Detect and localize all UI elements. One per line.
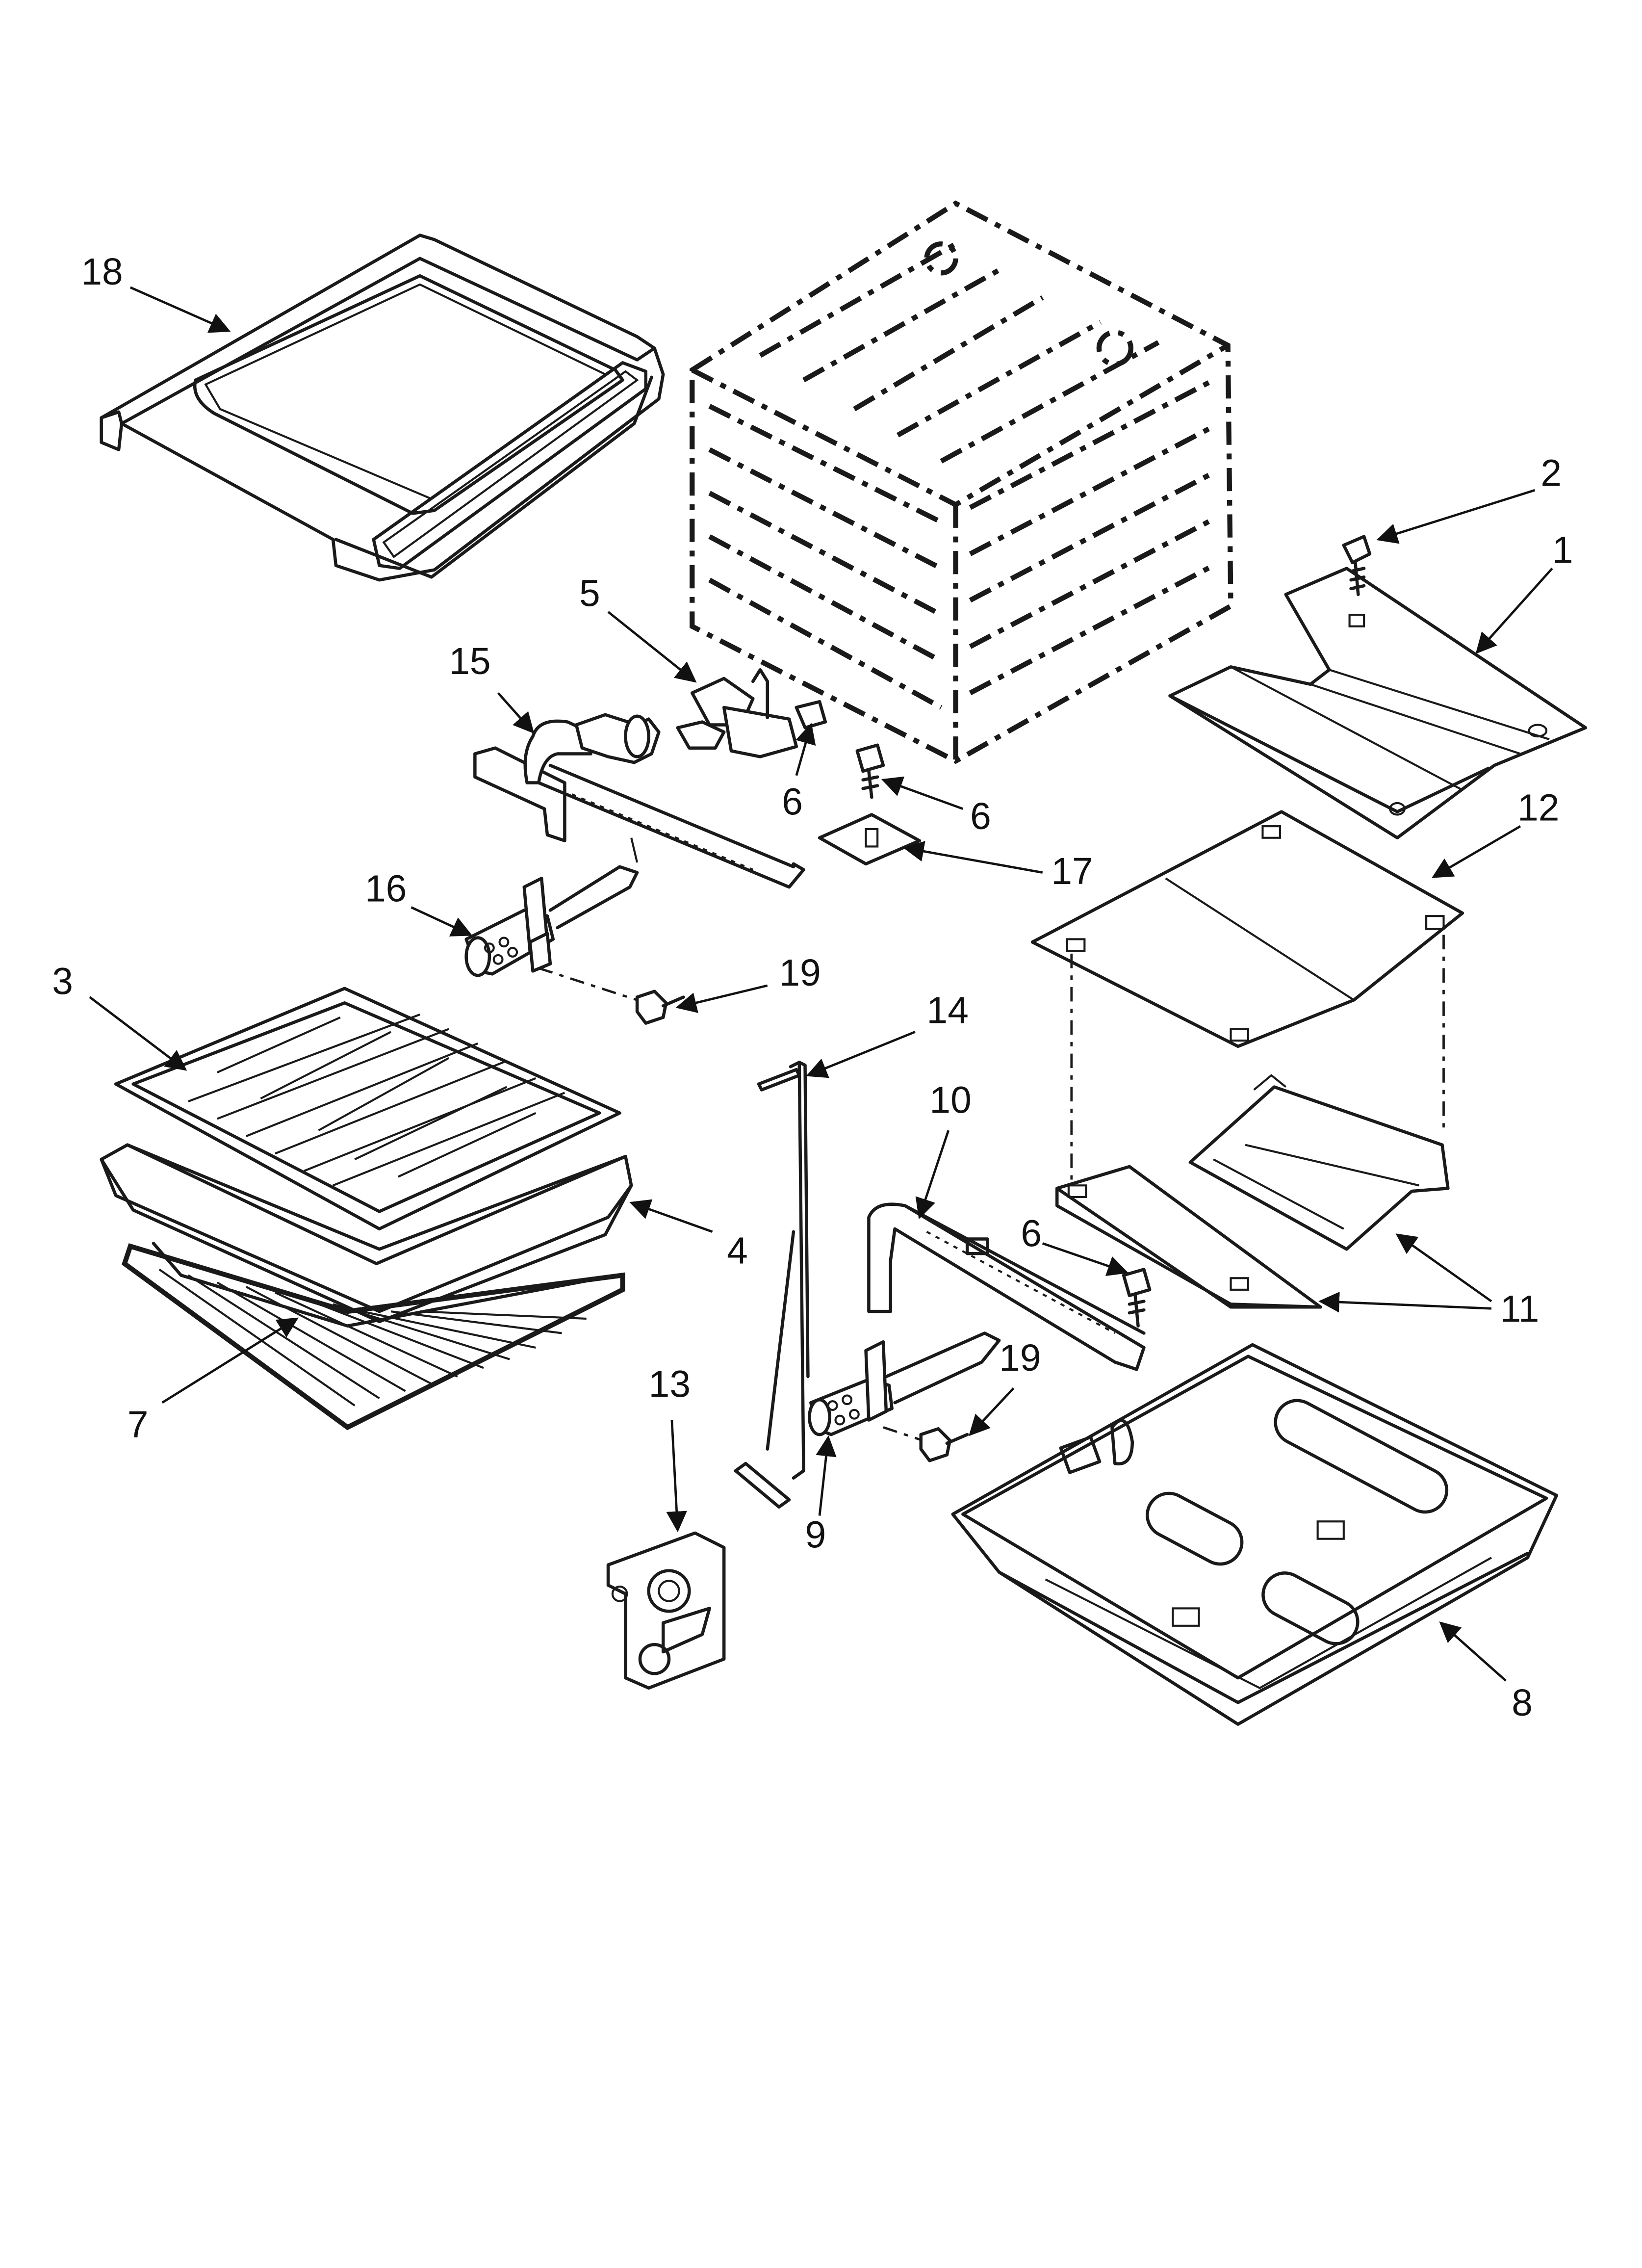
callout-7: 7 (128, 1404, 149, 1446)
callout-12: 12 (1517, 787, 1559, 829)
callout-6-middle: 6 (970, 796, 991, 837)
part-6-screw-middle (855, 743, 885, 799)
part-6-screw-upper (795, 700, 827, 744)
part-4-broil-pan (100, 1143, 633, 1324)
part-19-screw-lower (919, 1427, 969, 1462)
part-17-plate (818, 813, 922, 866)
callout-2: 2 (1540, 452, 1562, 494)
part-10-burner-pipe (867, 1202, 1146, 1371)
assembly-phantom-lines (1070, 935, 1445, 1189)
callout-17: 17 (1051, 851, 1093, 892)
callout-15: 15 (449, 641, 490, 682)
part-5-valve (676, 668, 798, 758)
part-8-tray (951, 1343, 1559, 1726)
part-15-burner (473, 713, 805, 889)
callout-6-upper: 6 (782, 781, 803, 823)
part-19-screw-upper (635, 990, 685, 1025)
oven-cavity-phantom (690, 200, 1233, 764)
part-1-shield (1168, 567, 1588, 839)
part-12-baffle (1030, 810, 1464, 1048)
callout-19-upper: 19 (779, 952, 821, 994)
callout-5: 5 (579, 573, 600, 614)
part-18-cover (100, 234, 665, 582)
leader-lines (89, 286, 1553, 1682)
callout-18: 18 (81, 251, 123, 293)
callout-6-lower: 6 (1021, 1213, 1042, 1254)
callout-11: 11 (1500, 1288, 1539, 1330)
part-16-tube (464, 865, 639, 977)
callout-13: 13 (649, 1363, 691, 1405)
callout-10: 10 (929, 1080, 971, 1121)
phantom-16-19 (538, 967, 638, 1001)
callout-19-lower: 19 (999, 1337, 1041, 1379)
part-14-rod (734, 1061, 810, 1509)
callout-16: 16 (365, 868, 407, 910)
callout-labels: 18 2 1 5 15 6 6 17 12 16 19 3 14 10 6 4 … (52, 251, 1573, 1724)
part-2-screw (1342, 535, 1372, 596)
part-13-valve (606, 1531, 726, 1690)
part-9-tube (808, 1331, 1001, 1436)
callout-3: 3 (52, 961, 73, 1003)
part-11-brackets (1055, 1074, 1450, 1309)
part-3-broil-grid (114, 987, 621, 1231)
callout-1: 1 (1552, 529, 1573, 571)
callout-8: 8 (1512, 1682, 1533, 1724)
callout-9: 9 (805, 1514, 826, 1556)
callout-4: 4 (727, 1230, 748, 1272)
callout-14: 14 (927, 990, 969, 1032)
part-6-screw-lower (1122, 1268, 1152, 1328)
